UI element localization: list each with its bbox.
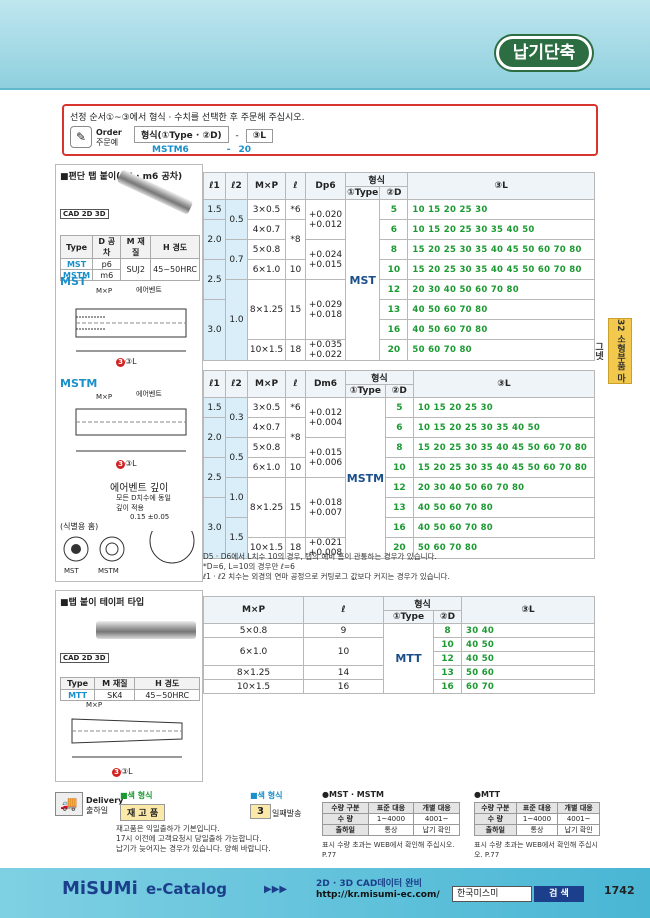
mstm-drawing (75, 408, 187, 452)
mtt-drawing (71, 718, 183, 758)
delivery-notes: 재고품은 익일출하가 기본입니다.17시 이전에 고객요청시 당일출하 가능합니… (116, 824, 271, 853)
order-type-cell: 형식(①Type · ②D) (134, 126, 229, 143)
mst-drawing (75, 308, 187, 352)
truck-icon: 🚚 (55, 792, 83, 816)
section-tab[interactable]: 32 소형부품 마그넷 (593, 318, 632, 384)
cart-icon: ✎ (70, 126, 92, 148)
page-title: 납기단축 (496, 36, 592, 70)
notes-section1: D5 · D6에서 L치수 10의 경우, 탭의 예비 홈이 관통하는 경우가 … (203, 552, 450, 581)
order-instruction: 선정 순서①~③에서 형식 · 수치를 선택한 후 주문해 주십시오. (70, 113, 305, 123)
search-button[interactable]: 검 색 (534, 886, 584, 902)
taper-pin-image (96, 621, 196, 639)
page-number: 1742 (604, 884, 635, 897)
search-input[interactable]: 한국미스미 (452, 886, 532, 902)
stock-badge: 재 고 품 (120, 804, 166, 821)
catalog-url[interactable]: http://kr.misumi-ec.com/ (316, 890, 440, 900)
order-example: 선정 순서①~③에서 형식 · 수치를 선택한 후 주문해 주십시오. ✎ Or… (62, 104, 598, 156)
arrows-icon: ▶▶▶ (264, 884, 288, 895)
order-l-cell: ③L (245, 129, 274, 143)
misumi-logo: MiSUMi (62, 878, 138, 899)
cad-badge[interactable]: CAD 2D 3D (60, 209, 109, 219)
